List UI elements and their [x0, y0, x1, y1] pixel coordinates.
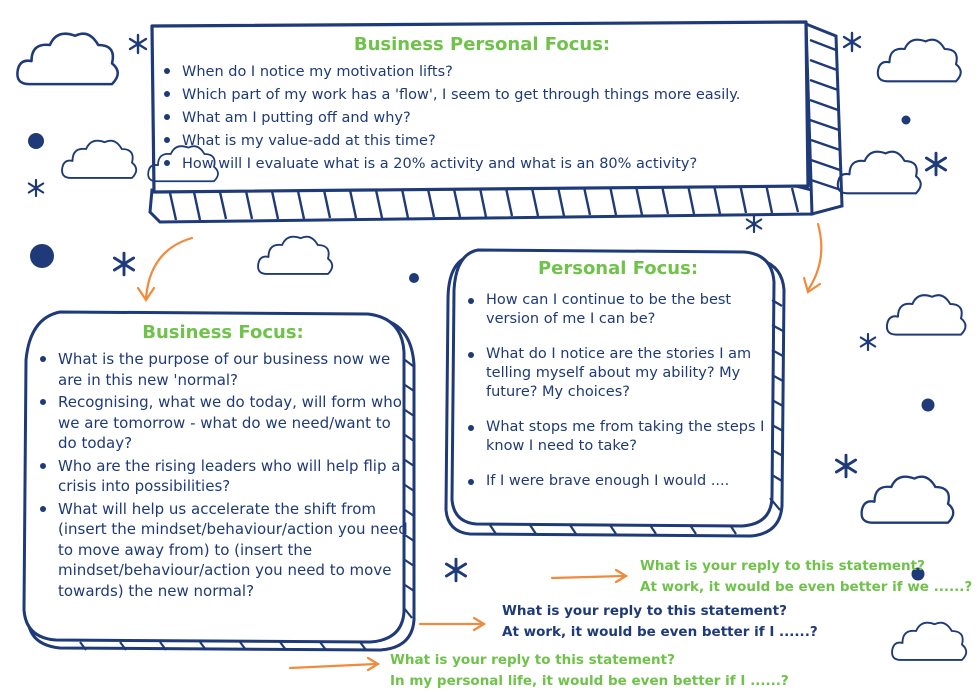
- statement-we: What is your reply to this statement? At…: [640, 556, 972, 598]
- personal-focus-panel: Personal Focus: How can I continue to be…: [466, 258, 770, 507]
- business-focus-title: Business Focus:: [142, 322, 304, 343]
- list-item: Which part of my work has a 'flow', I se…: [164, 84, 802, 107]
- list-item: What stops me from taking the steps I kn…: [468, 418, 770, 456]
- statement-question: What is your reply to this statement?: [640, 558, 925, 574]
- arrow-icon: [136, 222, 823, 672]
- list-item: How can I continue to be the best versio…: [468, 291, 770, 329]
- business-focus-panel: Business Focus: What is the purpose of o…: [38, 322, 408, 603]
- business-personal-focus-frame: [148, 20, 844, 224]
- list-item: When do I notice my motivation lifts?: [164, 61, 802, 84]
- statement-prompt: At work, it would be even better if I ..…: [502, 624, 818, 640]
- list-item: What is the purpose of our business now …: [40, 349, 408, 390]
- list-item: What is my value-add at this time?: [164, 130, 802, 153]
- list-item: How will I evaluate what is a 20% activi…: [164, 153, 802, 176]
- statement-prompt: At work, it would be even better if we .…: [640, 579, 973, 595]
- statement-work-i: What is your reply to this statement? At…: [502, 601, 818, 643]
- personal-focus-list: How can I continue to be the best versio…: [466, 291, 770, 491]
- personal-focus-title: Personal Focus:: [537, 258, 699, 279]
- business-personal-focus-panel: Business Personal Focus: When do I notic…: [162, 34, 802, 176]
- list-item: Who are the rising leaders who will help…: [40, 456, 408, 497]
- business-personal-focus-list: When do I notice my motivation lifts? Wh…: [162, 61, 802, 176]
- business-personal-focus-title: Business Personal Focus:: [353, 34, 611, 55]
- list-item: What am I putting off and why?: [164, 107, 802, 130]
- statement-question: What is your reply to this statement?: [390, 652, 675, 668]
- statement-prompt: In my personal life, it would be even be…: [390, 673, 789, 689]
- list-item: If I were brave enough I would ....: [468, 472, 770, 491]
- list-item: What will help us accelerate the shift f…: [40, 499, 408, 600]
- dot-icon: [28, 115, 935, 581]
- list-item: Recognising, what we do today, will form…: [40, 392, 408, 454]
- personal-focus-frame: [444, 248, 786, 538]
- list-item: What do I notice are the stories I am te…: [468, 345, 770, 402]
- statement-question: What is your reply to this statement?: [502, 603, 787, 619]
- statement-personal-life: What is your reply to this statement? In…: [390, 650, 789, 692]
- business-focus-frame: [22, 310, 416, 652]
- business-focus-list: What is the purpose of our business now …: [38, 349, 408, 601]
